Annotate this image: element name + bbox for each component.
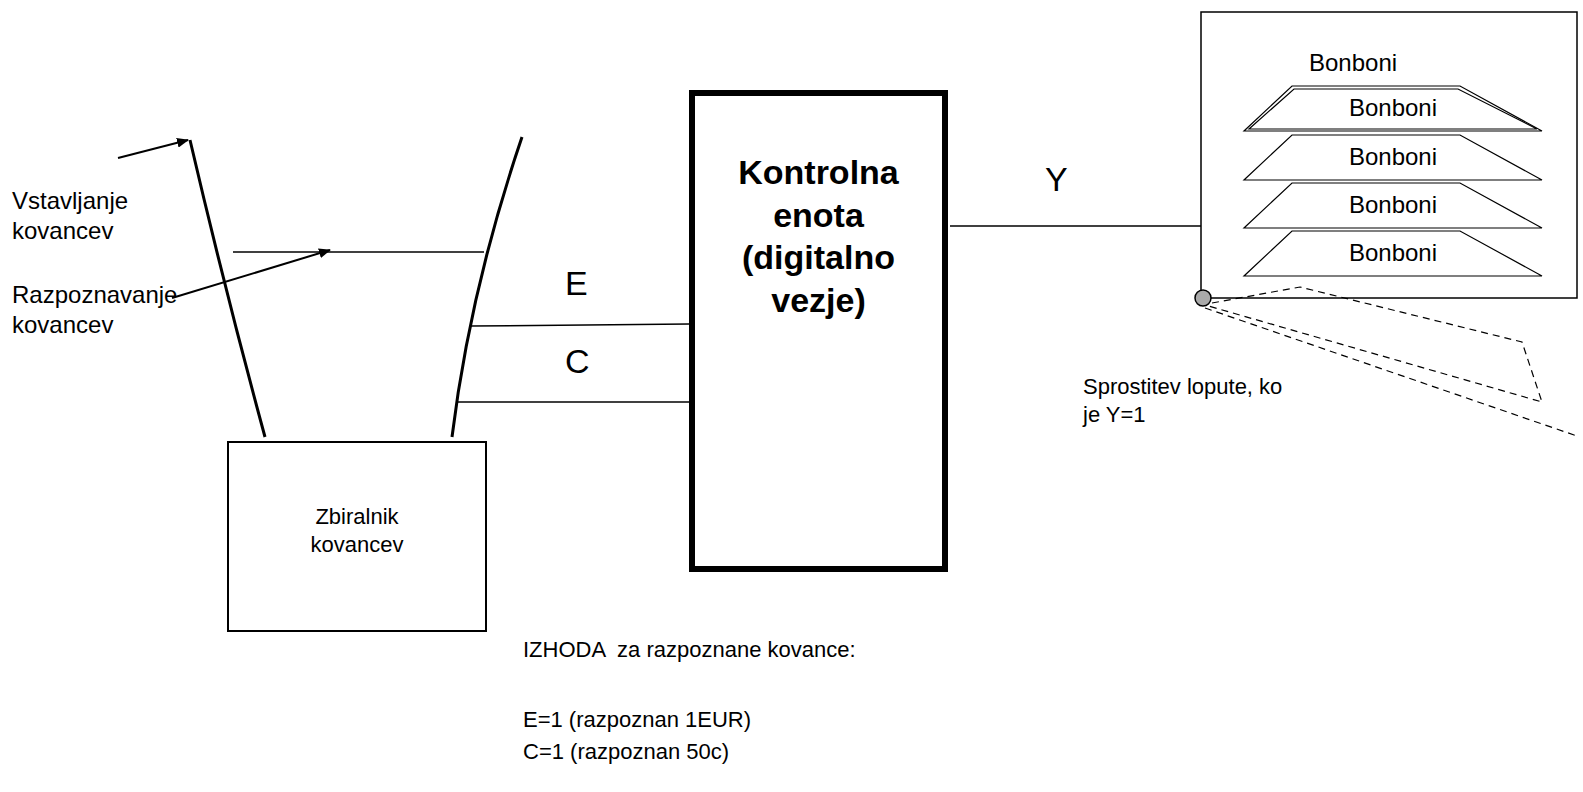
node-text: Bonboni: [1243, 93, 1543, 123]
dispenser-housing: [1201, 12, 1577, 298]
annotation: Sprostitev lopute, ko je Y=1: [1083, 373, 1288, 428]
node-text: Bonboni: [1243, 190, 1543, 220]
note: C=1 (razpoznan 50c): [523, 738, 729, 766]
note: IZHODA za razpoznane kovance:: [523, 636, 856, 664]
node-text: Bonboni: [1243, 238, 1543, 268]
collector-box: Zbiralnik kovancev: [227, 441, 487, 632]
candy-tray: Bonboni: [1243, 134, 1543, 182]
control-unit: Kontrolna enota (digitalno vezje): [689, 90, 948, 572]
leader-arrow: [118, 140, 188, 158]
note: E=1 (razpoznan 1EUR): [523, 706, 751, 734]
candy-tray: Bonboni: [1243, 85, 1543, 133]
candy-tray: Bonboni: [1243, 182, 1543, 230]
recognition-line: [233, 251, 484, 253]
flap-hinge: [1195, 290, 1211, 306]
signal-wire: [950, 225, 1201, 227]
annotation: Razpoznavanje kovancev: [12, 280, 177, 340]
signal-name: E: [565, 262, 588, 305]
signal-name: Y: [1045, 158, 1068, 201]
signal-wire: [470, 324, 689, 326]
annotation: Vstavljanje kovancev: [12, 186, 142, 246]
candy-label: Bonboni: [1309, 48, 1397, 78]
signal-name: C: [565, 340, 590, 383]
flap: [1205, 287, 1577, 436]
signal-wire: [456, 401, 689, 403]
node-text: Kontrolna enota (digitalno vezje): [711, 151, 926, 321]
node-text: Zbiralnik kovancev: [292, 503, 422, 558]
node-text: Bonboni: [1243, 142, 1543, 172]
leader-arrow: [172, 250, 330, 298]
candy-tray: Bonboni: [1243, 230, 1543, 278]
chute-wall: [452, 137, 522, 437]
